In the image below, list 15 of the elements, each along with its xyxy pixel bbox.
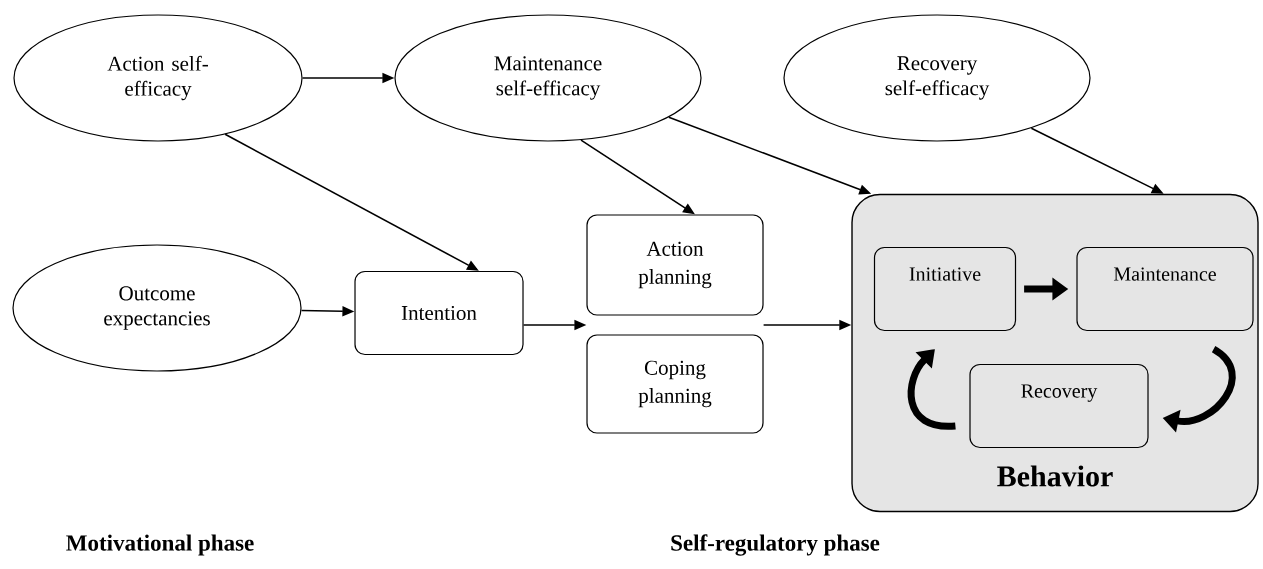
- behavior-label: Behavior: [997, 465, 1113, 487]
- process-box: Coping planning: [586, 334, 764, 434]
- ellipse-node: Recovery self-efficacy: [783, 14, 1091, 142]
- phase-label: Motivational phase: [66, 534, 254, 556]
- stage-box: Initiative: [873, 246, 1017, 332]
- ellipse-node: Action self-efficacy: [13, 14, 303, 142]
- process-box: Action planning: [586, 214, 764, 316]
- phase-label: Self-regulatory phase: [671, 534, 880, 556]
- ellipse-node: Maintenance self-efficacy: [394, 14, 702, 142]
- arrow: [580, 139, 695, 215]
- ellipse-node: Outcome expectancies: [12, 244, 302, 372]
- stage-box: Maintenance: [1076, 246, 1254, 332]
- stage-box: Recovery: [969, 363, 1149, 449]
- process-box: Intention: [354, 270, 524, 356]
- arrow: [907, 349, 956, 430]
